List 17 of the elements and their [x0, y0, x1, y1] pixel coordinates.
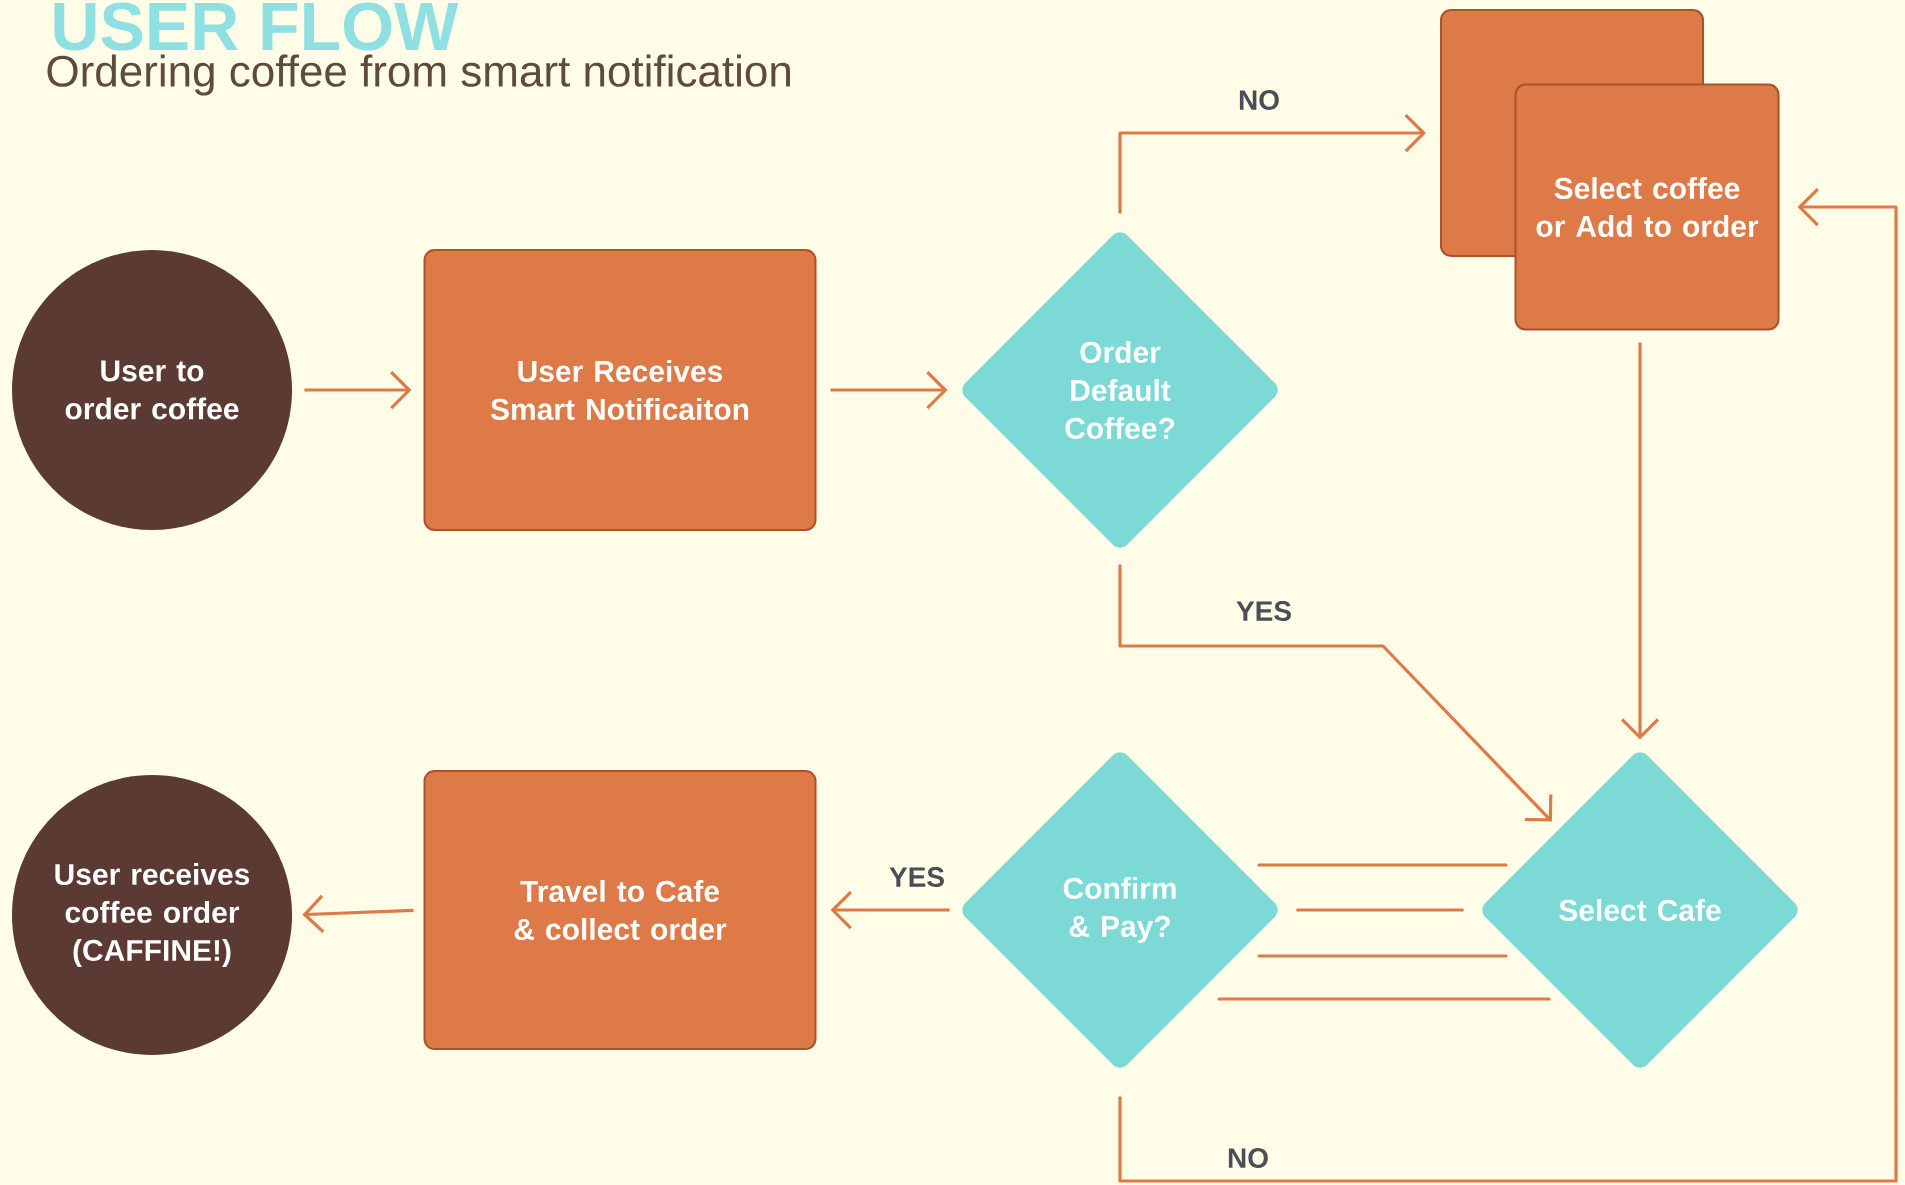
arrow — [830, 890, 950, 930]
subtitle: Ordering coffee from smart notification — [47, 54, 790, 96]
process-box: User Receives Smart Notificaiton — [423, 249, 817, 531]
arrow — [1620, 342, 1660, 740]
process-box: Select coffee or Add to order — [1514, 83, 1780, 331]
edge-label: NO — [1223, 1144, 1273, 1172]
arrow — [1118, 187, 1898, 1183]
process-box: Travel to Cafe & collect order — [423, 770, 817, 1050]
edge-label: NO — [1234, 86, 1284, 114]
edge-label: YES — [885, 863, 949, 891]
edge-label: YES — [1232, 597, 1297, 625]
title: USER FLOW — [54, 2, 459, 51]
arrow — [1118, 564, 1553, 822]
arrow — [302, 894, 414, 934]
arrow — [304, 370, 412, 410]
arrow — [830, 370, 948, 410]
arrow — [1118, 113, 1427, 214]
